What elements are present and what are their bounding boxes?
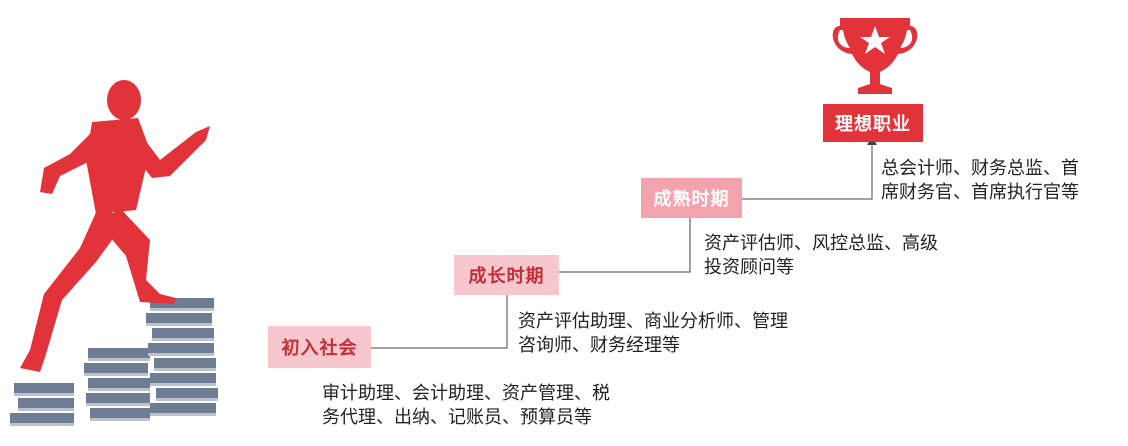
trophy-icon — [832, 18, 918, 94]
stage-label-4: 理想职业 — [835, 114, 911, 135]
stage-description-2: 资产评估助理、商业分析师、管理 咨询师、财务经理等 — [518, 310, 788, 358]
desc-1-line-2: 务代理、出纳、记账员、预算员等 — [322, 407, 592, 428]
desc-4-line-1: 总会计师、财务总监、首 — [881, 158, 1079, 179]
desc-3-line-1: 资产评估师、风控总监、高级 — [704, 233, 938, 254]
stage-description-3: 资产评估师、风控总监、高级 投资顾问等 — [704, 232, 938, 280]
book-stack-right — [146, 298, 218, 416]
runner-illustration — [10, 80, 218, 426]
stage-box-4: 理想职业 — [823, 104, 923, 142]
stage-label-1: 初入社会 — [281, 338, 358, 359]
desc-2-line-1: 资产评估助理、商业分析师、管理 — [518, 311, 788, 332]
stage-box-2: 成长时期 — [454, 255, 559, 295]
desc-3-line-2: 投资顾问等 — [704, 257, 794, 278]
connector-3 — [742, 143, 873, 200]
book-stack-middle — [84, 348, 150, 421]
desc-2-line-2: 咨询师、财务经理等 — [518, 335, 680, 356]
book-stack-left — [10, 383, 74, 426]
stage-description-4: 总会计师、财务总监、首 席财务官、首席执行官等 — [881, 157, 1079, 205]
stage-label-2: 成长时期 — [468, 266, 545, 287]
stage-label-3: 成熟时期 — [653, 189, 730, 210]
stage-box-3: 成熟时期 — [641, 178, 742, 218]
desc-4-line-2: 席财务官、首席执行官等 — [881, 182, 1079, 203]
stage-description-1: 审计助理、会计助理、资产管理、税 务代理、出纳、记账员、预算员等 — [322, 382, 610, 430]
desc-1-line-1: 审计助理、会计助理、资产管理、税 — [322, 383, 610, 404]
stage-box-1: 初入社会 — [268, 326, 371, 368]
runner-figure — [20, 80, 210, 372]
